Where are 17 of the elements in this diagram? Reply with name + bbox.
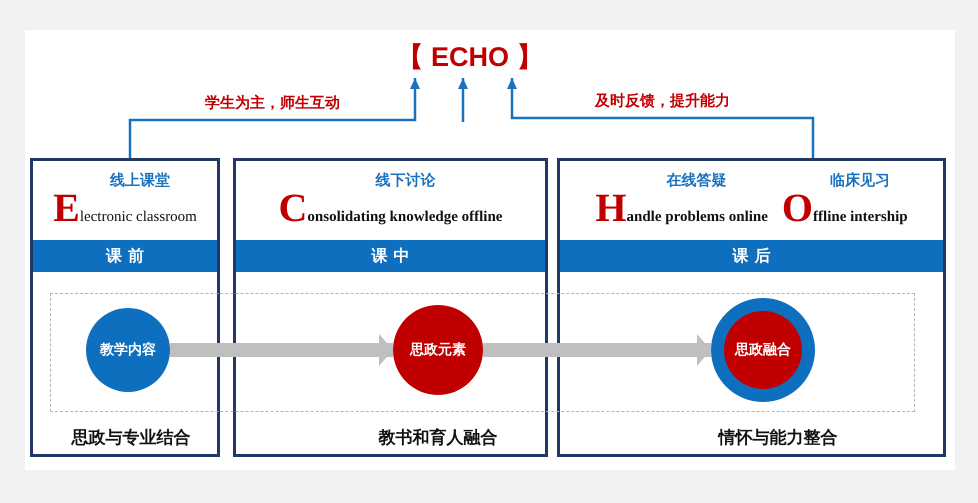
stage-band: 课 后: [560, 240, 943, 272]
panel-caption: 情怀与能力整合: [718, 427, 838, 449]
arrow: [170, 334, 393, 366]
arrow: [458, 78, 468, 122]
heading: 【 ECHO 】: [395, 36, 545, 78]
arrow: [507, 78, 814, 158]
arrow: [128, 78, 420, 158]
stage-band: 课 前: [33, 240, 217, 272]
edge-label: 学生为主，师生互动: [203, 94, 342, 112]
stage-band: 课 中: [236, 240, 545, 272]
panel-title: 线下讨论: [375, 170, 436, 190]
stage-panel: [557, 158, 946, 457]
panel-caption: 思政与专业结合: [72, 427, 190, 449]
stage-panel: [233, 158, 548, 457]
stage-panel: [30, 158, 220, 457]
arrow: [483, 334, 711, 366]
panel-caption: 教书和育人融合: [378, 427, 498, 449]
